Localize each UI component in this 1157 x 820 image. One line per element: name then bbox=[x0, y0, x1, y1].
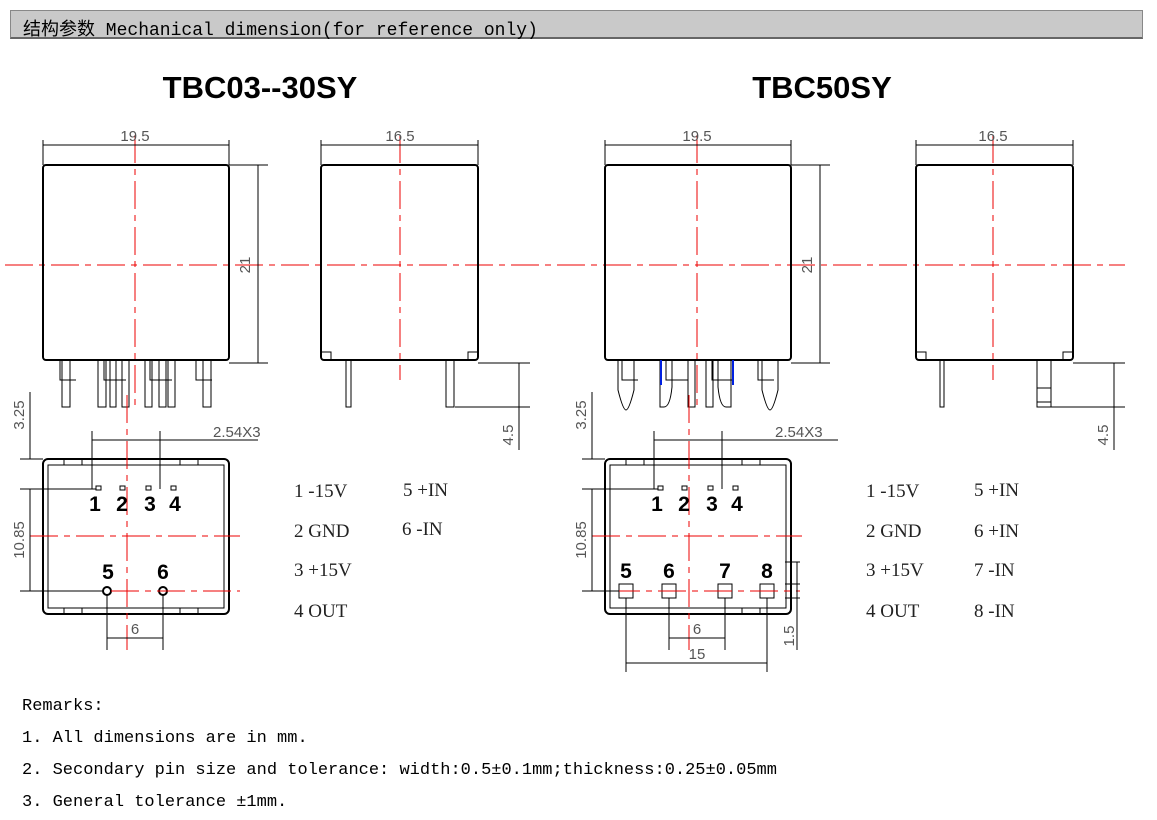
legend-item: 3 +15V bbox=[294, 560, 352, 581]
height-dim: 21 bbox=[799, 257, 816, 274]
input-spacing-dim: 6 bbox=[131, 621, 139, 638]
left-pin-legend: 1 -15V 2 GND 3 +15V 4 OUT 5 +IN 6 -IN bbox=[294, 480, 448, 622]
remark-item: 1. All dimensions are in mm. bbox=[22, 729, 308, 748]
remark-item: 3. General tolerance ±1mm. bbox=[22, 793, 288, 812]
pin-edge-dim: 1.5 bbox=[781, 626, 798, 647]
input-spacing-dim: 6 bbox=[693, 621, 701, 638]
legend-item: 5 +IN bbox=[974, 480, 1019, 501]
right-bottom-view: 3.25 10.85 2.54X3 6 15 1.5 1 2 3 4 5 6 7… bbox=[573, 392, 838, 672]
legend-item: 1 -15V bbox=[294, 481, 348, 502]
left-bottom-view: 3.25 10.85 2.54X3 6 1 2 3 4 5 6 bbox=[11, 392, 261, 650]
model-title-right: TBC50SY bbox=[752, 70, 892, 105]
pin-length-dim: 4.5 bbox=[1095, 425, 1112, 446]
legend-item: 2 GND bbox=[866, 521, 921, 542]
pin-offset-dim: 3.25 bbox=[11, 400, 28, 429]
outer-spacing-dim: 15 bbox=[689, 646, 706, 663]
legend-item: 6 -IN bbox=[402, 519, 443, 540]
remark-item: 2. Secondary pin size and tolerance: wid… bbox=[22, 761, 777, 780]
legend-item: 1 -15V bbox=[866, 481, 920, 502]
legend-item: 4 OUT bbox=[294, 601, 348, 622]
left-front-view: 19.5 21 bbox=[42, 128, 268, 410]
pin-number: 1 bbox=[89, 493, 101, 516]
pin-number: 5 bbox=[102, 561, 114, 584]
legend-item: 6 +IN bbox=[974, 521, 1019, 542]
pin-number: 2 bbox=[678, 493, 690, 516]
left-side-view: 16.5 4.5 bbox=[320, 128, 530, 450]
pin-number: 5 bbox=[620, 560, 632, 583]
pin-number: 6 bbox=[157, 561, 169, 584]
pin-number: 3 bbox=[144, 493, 156, 516]
legend-item: 4 OUT bbox=[866, 601, 920, 622]
section-header: 结构参数 Mechanical dimension(for reference … bbox=[10, 10, 1143, 41]
legend-item: 7 -IN bbox=[974, 560, 1015, 581]
right-side-view: 16.5 4.5 bbox=[915, 128, 1125, 450]
depth-dim: 16.5 bbox=[978, 128, 1007, 145]
depth-dim: 16.5 bbox=[385, 128, 414, 145]
pitch-dim: 2.54X3 bbox=[775, 424, 823, 441]
pin-number: 4 bbox=[731, 493, 743, 516]
pin-number: 4 bbox=[169, 493, 181, 516]
row-spacing-dim: 10.85 bbox=[573, 521, 590, 559]
pin-number: 1 bbox=[651, 493, 663, 516]
row-spacing-dim: 10.85 bbox=[11, 521, 28, 559]
model-title-left: TBC03--30SY bbox=[163, 70, 358, 105]
width-dim: 19.5 bbox=[120, 128, 149, 145]
right-pin-legend: 1 -15V 2 GND 3 +15V 4 OUT 5 +IN 6 +IN 7 … bbox=[866, 480, 1019, 622]
pin-offset-dim: 3.25 bbox=[573, 400, 590, 429]
pin-number: 2 bbox=[116, 493, 128, 516]
pin-number: 3 bbox=[706, 493, 718, 516]
legend-item: 3 +15V bbox=[866, 560, 924, 581]
height-dim: 21 bbox=[237, 257, 254, 274]
pin-number: 8 bbox=[761, 560, 773, 583]
legend-item: 8 -IN bbox=[974, 601, 1015, 622]
remarks-title: Remarks: bbox=[22, 697, 104, 716]
width-dim: 19.5 bbox=[682, 128, 711, 145]
pin-number: 6 bbox=[663, 560, 675, 583]
pitch-dim: 2.54X3 bbox=[213, 424, 261, 441]
right-front-view: 19.5 21 bbox=[604, 128, 830, 411]
pin-number: 7 bbox=[719, 560, 731, 583]
pin-length-dim: 4.5 bbox=[500, 425, 517, 446]
legend-item: 2 GND bbox=[294, 521, 349, 542]
legend-item: 5 +IN bbox=[403, 480, 448, 501]
section-title: 结构参数 Mechanical dimension(for reference … bbox=[23, 21, 538, 41]
